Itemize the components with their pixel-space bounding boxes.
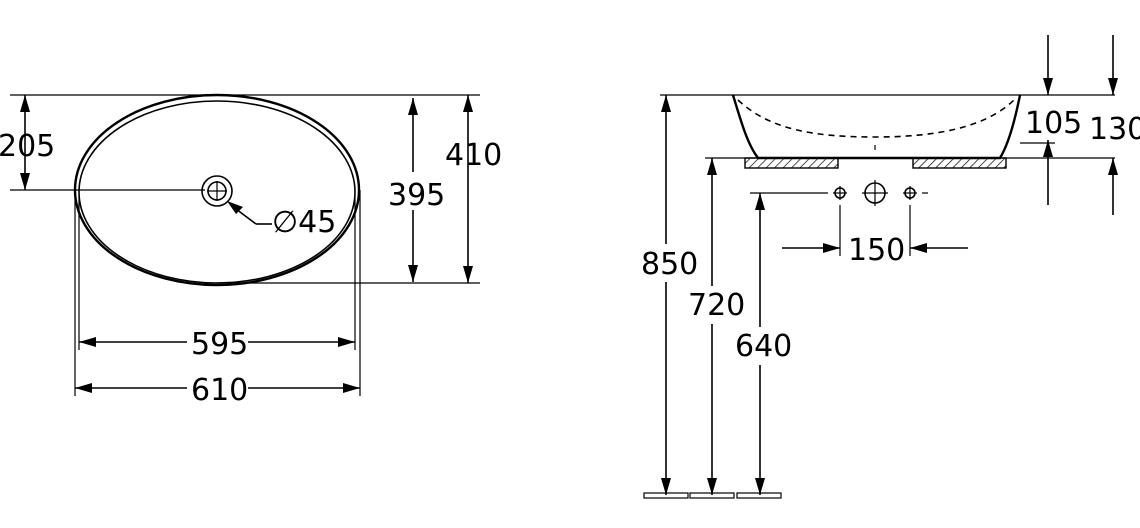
dim-150-label: 150 xyxy=(848,233,905,268)
basin-profile xyxy=(731,94,1022,160)
dim-105-label: 105 xyxy=(1025,106,1082,141)
drain-hole xyxy=(201,175,233,207)
dimension-850: 850 xyxy=(640,95,698,495)
dim-205-label: 205 xyxy=(0,129,55,164)
dimension-105: 105 xyxy=(1020,35,1082,205)
countertop-right xyxy=(912,157,1007,169)
dim-595-label: 595 xyxy=(191,327,248,362)
dimension-610: 610 xyxy=(75,373,360,408)
drain-diameter-label: ∅45 xyxy=(272,205,336,240)
countertop-left xyxy=(744,157,839,169)
dim-395-label: 395 xyxy=(388,178,445,213)
dim-130-label: 130 xyxy=(1089,112,1140,147)
dimension-150: 150 xyxy=(782,233,968,268)
dimension-410: 410 xyxy=(445,95,502,283)
dim-410-label: 410 xyxy=(445,138,502,173)
dim-640-label: 640 xyxy=(735,329,792,364)
basin-inner-dashed xyxy=(737,99,1015,138)
top-view: 205 410 395 595 xyxy=(0,93,502,408)
floor-line xyxy=(643,492,782,499)
dimension-130: 130 xyxy=(1089,35,1140,215)
dim-610-label: 610 xyxy=(191,373,248,408)
dimension-640: 640 xyxy=(735,193,792,495)
dimension-205: 205 xyxy=(0,95,55,190)
dimension-395: 395 xyxy=(388,98,445,282)
tap-holes xyxy=(750,180,928,256)
dim-850-label: 850 xyxy=(641,247,698,282)
side-view: 150 105 130 850 xyxy=(640,35,1140,499)
drain-diameter-callout: ∅45 xyxy=(227,201,336,240)
dim-720-label: 720 xyxy=(688,288,745,323)
dimension-595: 595 xyxy=(79,327,355,362)
dimension-720: 720 xyxy=(688,158,745,495)
